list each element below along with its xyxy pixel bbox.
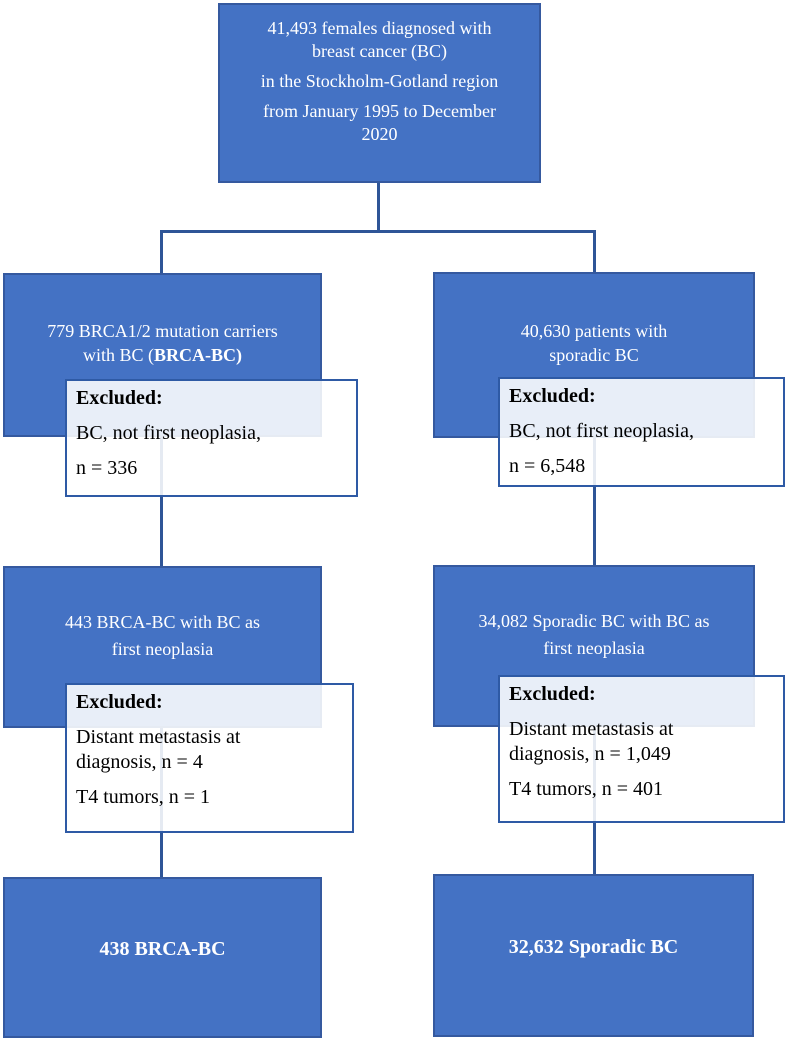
- box-text-line: from January 1995 to December: [263, 101, 496, 121]
- box-text-line: 34,082 Sporadic BC with BC as: [478, 611, 710, 631]
- connector-top-stem: [377, 183, 380, 233]
- box-text-line: breast cancer (BC): [312, 41, 447, 61]
- excluded-label: Excluded:: [509, 683, 596, 705]
- box-text-line: 41,493 females diagnosed with: [267, 18, 492, 38]
- box-text-line: sporadic BC: [549, 345, 639, 365]
- box-sporadic-final: 32,632 Sporadic BC: [433, 874, 754, 1037]
- excluded-label: Excluded:: [76, 691, 163, 713]
- box-text-line: in the Stockholm-Gotland region: [260, 71, 499, 91]
- excluded-label: Excluded:: [76, 387, 163, 409]
- excluded-box-sporadic-2: Excluded: Distant metastasis at diagnosi…: [498, 675, 785, 823]
- box-text-line: with BC (BRCA-BC): [83, 343, 242, 367]
- excluded-box-sporadic-1: Excluded: BC, not first neoplasia, n = 6…: [498, 377, 785, 487]
- box-text-line: first neoplasia: [111, 639, 214, 659]
- box-text-line: 438 BRCA-BC: [99, 937, 226, 960]
- excluded-text-line: BC, not first neoplasia,: [509, 420, 694, 442]
- excluded-label: Excluded:: [509, 385, 596, 407]
- excluded-text-line: diagnosis, n = 4: [76, 751, 203, 773]
- excluded-text-line: Distant metastasis at: [76, 726, 241, 748]
- excluded-text-line: n = 336: [76, 457, 138, 479]
- excluded-text-line: diagnosis, n = 1,049: [509, 743, 671, 765]
- box-total-population: 41,493 females diagnosed with breast can…: [218, 3, 541, 183]
- connector-drop-left: [160, 230, 163, 273]
- excluded-box-brca-1: Excluded: BC, not first neoplasia, n = 3…: [65, 379, 358, 497]
- box-text-bold: BRCA-BC): [154, 345, 242, 365]
- excluded-text-line: n = 6,548: [509, 455, 586, 477]
- box-text-line: 32,632 Sporadic BC: [508, 935, 679, 958]
- excluded-text-line: T4 tumors, n = 401: [509, 778, 664, 800]
- box-text-line: 779 BRCA1/2 mutation carriers: [47, 321, 278, 341]
- connector-drop-right: [593, 230, 596, 272]
- box-text-line: 443 BRCA-BC with BC as: [64, 612, 261, 632]
- box-text-line: 40,630 patients with: [520, 321, 668, 341]
- excluded-text-line: Distant metastasis at: [509, 718, 674, 740]
- excluded-box-brca-2: Excluded: Distant metastasis at diagnosi…: [65, 683, 354, 833]
- excluded-text-line: T4 tumors, n = 1: [76, 786, 211, 808]
- box-text-line: first neoplasia: [543, 638, 645, 658]
- box-text-normal: with BC (: [82, 345, 154, 365]
- connector-branch-horizontal: [160, 230, 596, 233]
- excluded-text-line: BC, not first neoplasia,: [76, 422, 261, 444]
- connector-mid-left: [160, 437, 163, 566]
- connector-mid-right: [593, 438, 596, 565]
- box-brca-final: 438 BRCA-BC: [3, 877, 322, 1038]
- box-text-line: 2020: [361, 124, 398, 144]
